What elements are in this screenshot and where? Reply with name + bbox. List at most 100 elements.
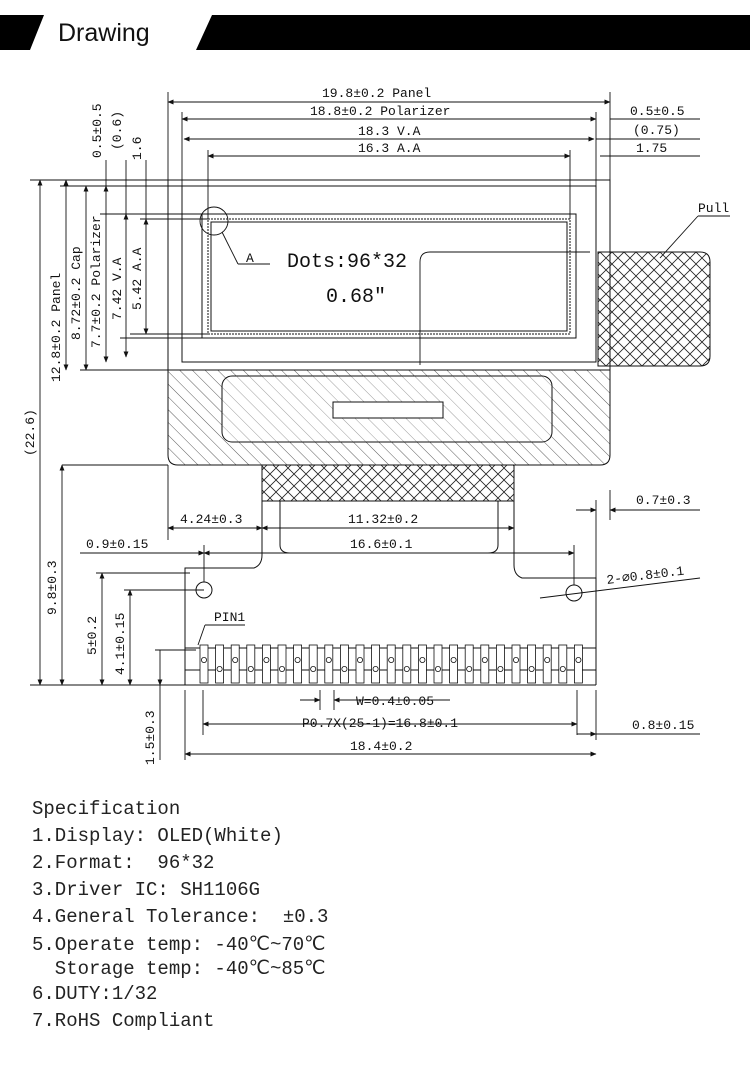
dim-1132: 11.32±0.2 — [348, 512, 418, 527]
va-outline — [201, 213, 577, 339]
pin — [464, 644, 474, 684]
pin-hole — [497, 666, 504, 673]
pin — [386, 644, 396, 684]
pin-hole — [388, 657, 395, 664]
dim-left-05: 0.5±0.5 — [90, 103, 105, 158]
dim-424: 4.24±0.3 — [180, 512, 242, 527]
pin-hole — [450, 657, 457, 664]
pin-hole — [341, 666, 348, 673]
outline-group — [167, 179, 611, 371]
dim-left-16: 1.6 — [130, 137, 145, 160]
dim-08: 0.8±0.15 — [632, 718, 694, 733]
header-bar: Drawing — [0, 15, 750, 50]
pin — [417, 644, 427, 684]
pin — [433, 644, 443, 684]
dim-hole: 2-⌀0.8±0.1 — [606, 564, 685, 588]
dim-va-width: 18.3 V.A — [358, 124, 421, 139]
pin-hole — [200, 657, 207, 664]
dim-h-41: 4.1±0.15 — [113, 613, 128, 675]
pin — [480, 644, 490, 684]
dim-right-05: 0.5±0.5 — [630, 104, 685, 119]
pin — [308, 644, 318, 684]
pin-hole — [216, 666, 223, 673]
pin-hole — [403, 666, 410, 673]
pin — [324, 644, 334, 684]
pin — [527, 644, 536, 684]
pin — [402, 644, 412, 684]
pin — [449, 644, 459, 684]
dim-07: 0.7±0.3 — [636, 493, 691, 508]
spec-title: Specification — [32, 798, 181, 820]
pin — [199, 644, 209, 684]
dimension-lines — [30, 92, 730, 760]
pin-hole — [513, 657, 520, 664]
dim-h-15: 1.5±0.3 — [143, 710, 158, 765]
mechanical-drawing: Drawing — [0, 15, 750, 765]
pin-hole — [559, 666, 566, 673]
dim-tail-height: 9.8±0.3 — [45, 560, 60, 615]
dim-w: W=0.4±0.05 — [356, 694, 434, 709]
spec-item: 5.Operate temp: -40℃~70℃ — [32, 934, 326, 956]
dim-panel-width: 19.8±0.2 Panel — [322, 86, 431, 101]
pin — [339, 644, 349, 684]
spec-item: 6.DUTY:1/32 — [32, 983, 158, 1005]
spec-item: 4.General Tolerance: ±0.3 — [32, 906, 329, 928]
dim-va-height: 7.42 V.A — [110, 257, 125, 320]
dim-left-06: (0.6) — [110, 111, 125, 150]
pin-hole — [466, 666, 473, 673]
pin-hole — [325, 657, 332, 664]
pin-hole — [247, 666, 254, 673]
pin — [246, 644, 256, 684]
label-size: 0.68" — [326, 286, 386, 309]
pin-hole — [263, 657, 270, 664]
spec-item: Storage temp: -40℃~85℃ — [32, 958, 326, 980]
pin — [261, 644, 271, 684]
pin — [371, 644, 381, 684]
spec-item: 2.Format: 96*32 — [32, 852, 215, 874]
pin — [293, 644, 303, 684]
dim-polarizer-height: 7.7±0.2 Polarizer — [89, 215, 104, 348]
display-text: Dots:96*32 0.68" — [287, 251, 407, 309]
dim-total-height: (22.6) — [23, 409, 38, 456]
hatched-area — [167, 369, 611, 466]
pin — [558, 644, 568, 684]
label-a: A — [246, 251, 254, 266]
dim-184: 18.4±0.2 — [350, 739, 412, 754]
pin — [277, 644, 287, 684]
dim-polarizer-width: 18.8±0.2 Polarizer — [310, 104, 450, 119]
dim-aa-height: 5.42 A.A — [130, 247, 145, 310]
dim-pitch: P0.7X(25-1)=16.8±0.1 — [302, 716, 458, 731]
pin-hole — [372, 666, 379, 673]
dim-right-175: 1.75 — [636, 141, 667, 156]
pin-hole — [294, 657, 301, 664]
pin — [215, 644, 225, 684]
pin-hole — [278, 666, 285, 673]
dim-h-5: 5±0.2 — [85, 616, 100, 655]
spec-item: 7.RoHS Compliant — [32, 1010, 215, 1032]
aa-inner — [210, 221, 568, 332]
dim-166: 16.6±0.1 — [350, 537, 413, 552]
pin — [511, 644, 521, 684]
label-dots: Dots:96*32 — [287, 251, 407, 274]
pin-hole — [419, 657, 426, 664]
pin-hole — [544, 657, 551, 664]
dim-panel-height: 12.8±0.2 Panel — [49, 273, 64, 382]
pin-hole — [310, 666, 317, 673]
pin-hole — [481, 657, 488, 664]
dim-09: 0.9±0.15 — [86, 537, 148, 552]
pin — [495, 644, 505, 684]
label-pull: Pull — [698, 201, 729, 216]
pin-hole — [356, 657, 363, 664]
dim-aa-width: 16.3 A.A — [358, 141, 421, 156]
polarizer-outline — [181, 185, 597, 363]
panel-outline — [167, 179, 611, 371]
aa-outline — [207, 218, 571, 335]
pin — [574, 644, 583, 684]
dim-cap-height: 8.72±0.2 Cap — [69, 246, 84, 340]
specification-block: Specification 1.Display: OLED(White) 2.F… — [32, 796, 732, 1035]
dimension-labels: 19.8±0.2 Panel 18.8±0.2 Polarizer 18.3 V… — [23, 86, 729, 765]
label-pin1: PIN1 — [214, 610, 245, 625]
pin — [355, 644, 365, 684]
pin-hole — [434, 666, 441, 673]
pin-hole — [575, 657, 582, 664]
